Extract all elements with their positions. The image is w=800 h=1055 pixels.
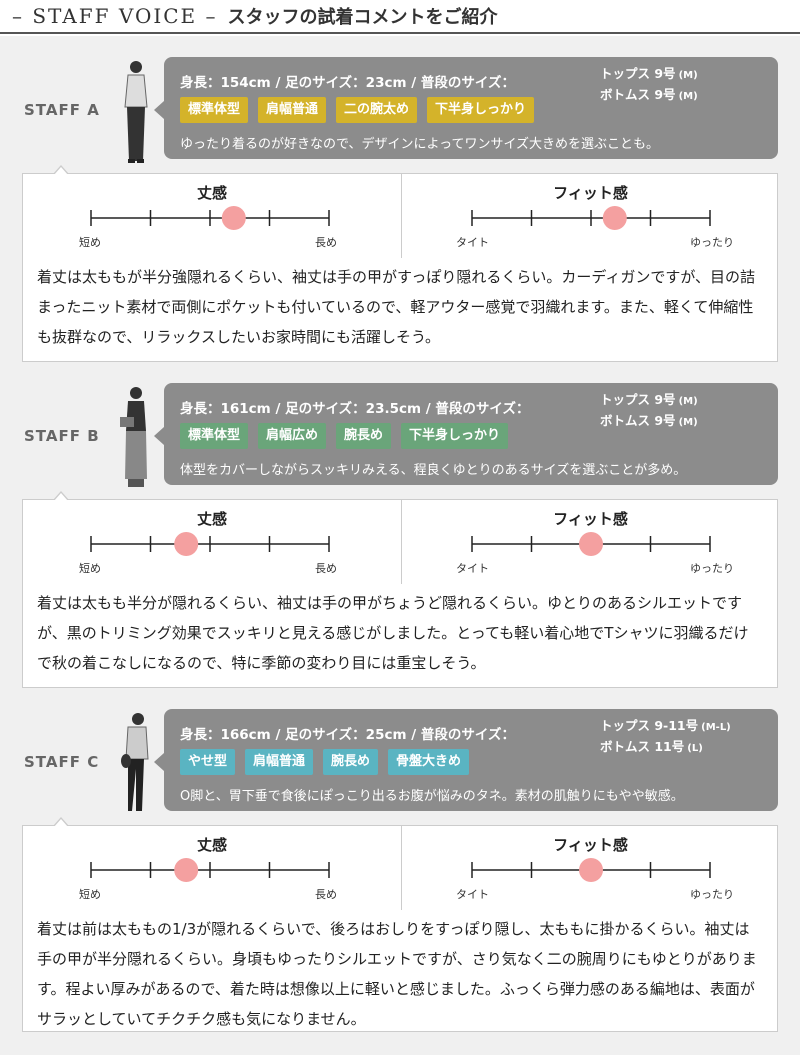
staff-usual-sizes: トップス 9号(M)ボトムス 9号(M) (600, 390, 698, 432)
staff-info-panel: 身長：154cm / 足のサイズ：23cm / 普段のサイズ： トップス 9号(M… (154, 57, 778, 159)
bottoms-size: ボトムス 11号 (600, 739, 685, 754)
staff-info-panel: 身長：161cm / 足のサイズ：23.5cm / 普段のサイズ： トップス 9号… (154, 383, 778, 485)
length-gauge-high-label: 長め (315, 562, 337, 575)
gauge-marker (602, 206, 627, 230)
fit-gauge-title: フィット感 (553, 836, 628, 854)
body-type-tag: やせ型 (180, 749, 236, 775)
tops-size-letter: (M) (678, 70, 698, 81)
staff-label: STAFF A (24, 101, 100, 119)
fit-gauge-low-label: タイト (456, 236, 489, 249)
body-type-tag: 肩幅普通 (258, 97, 327, 123)
body-type-tags: 標準体型肩幅広め腕長め下半身しっかり (180, 423, 509, 449)
body-type-tag: 腕長め (336, 423, 392, 449)
staff-size-comment: O脚と、胃下垂で食後にぽっこり出るお腹が悩みのタネ。素材の肌触りにもやや敏感。 (180, 789, 684, 804)
length-gauge: 丈感短め 長め (23, 826, 401, 910)
tops-size-letter: (M-L) (701, 722, 731, 733)
gauge-marker (579, 858, 603, 882)
staff-photo (116, 57, 156, 171)
length-gauge-title: 丈感 (196, 836, 227, 854)
body-type-tag: 腕長め (323, 749, 379, 775)
fit-gauge: フィット感タイト ゆったり (401, 174, 779, 258)
bottoms-size: ボトムス 9号 (600, 413, 676, 428)
staff-size-comment: ゆったり着るのが好きなので、デザインによってワンサイズ大きめを選ぶことも。 (180, 137, 660, 152)
body-type-tag: 肩幅広め (258, 423, 327, 449)
body-type-tag: 下半身しっかり (401, 423, 509, 449)
length-gauge: 丈感短め 長め (23, 174, 401, 258)
fit-gauge-low-label: タイト (456, 562, 489, 575)
body-type-tag: 二の腕太め (336, 97, 418, 123)
length-gauge-low-label: 短め (79, 236, 101, 249)
fit-gauge-box: 丈感短め 長め フィット感タイト ゆったり (22, 491, 779, 585)
fit-gauge-high-label: ゆったり (690, 888, 734, 901)
length-gauge-high-label: 長め (315, 888, 337, 901)
body-type-tag: 標準体型 (180, 423, 249, 449)
tops-size: トップス 9号 (600, 66, 676, 81)
staff-usual-sizes: トップス 9-11号(M-L) ボトムス 11号(L) (600, 716, 731, 758)
length-gauge-low-label: 短め (79, 562, 101, 575)
body-type-tag: 肩幅普通 (245, 749, 314, 775)
staff-review-text: 着丈は前は太ももの1/3が隠れるくらいで、後ろはおしりをすっぽり隠し、太ももに掛… (22, 910, 778, 1032)
fit-gauge-box: 丈感短め 長め フィット感タイト ゆったり (22, 165, 779, 259)
staff-measurements: 身長：161cm / 足のサイズ：23.5cm / 普段のサイズ： (180, 401, 530, 417)
fit-gauge-low-label: タイト (456, 888, 489, 901)
section-header: – STAFF VOICE – スタッフの試着コメントをご紹介 (0, 0, 800, 34)
body-type-tags: 標準体型肩幅普通二の腕太め下半身しっかり (180, 97, 535, 123)
staff-size-comment: 体型をカバーしながらスッキリみえる、程良くゆとりのあるサイズを選ぶことが多め。 (180, 463, 687, 478)
staff-photo (116, 383, 156, 497)
fit-gauge: フィット感タイト ゆったり (401, 500, 779, 584)
gauge-marker (221, 206, 246, 230)
staff-review-text: 着丈は太もも半分が隠れるくらい、袖丈は手の甲がちょうど隠れるくらい。ゆとりのある… (22, 584, 778, 688)
fit-gauge-high-label: ゆったり (690, 562, 734, 575)
staff-usual-sizes: トップス 9号(M)ボトムス 9号(M) (600, 64, 698, 106)
bottoms-size-letter: (L) (687, 743, 703, 754)
body-type-tag: 標準体型 (180, 97, 249, 123)
staff-measurements: 身長：166cm / 足のサイズ：25cm / 普段のサイズ： (180, 727, 515, 743)
staff-review-text: 着丈は太ももが半分強隠れるくらい、袖丈は手の甲がすっぽり隠れるくらい。カーディガ… (22, 258, 778, 362)
header-jp-title: スタッフの試着コメントをご紹介 (227, 7, 498, 28)
gauge-marker (579, 532, 603, 556)
gauge-marker (174, 858, 199, 882)
staff-label: STAFF B (24, 427, 100, 445)
bottoms-size: ボトムス 9号 (600, 87, 676, 102)
header-en-title: – STAFF VOICE – (12, 4, 218, 28)
staff-info-panel: 身長：166cm / 足のサイズ：25cm / 普段のサイズ： トップス 9-11… (154, 709, 778, 811)
length-gauge-title: 丈感 (196, 184, 227, 202)
gauge-marker (174, 532, 199, 556)
bottoms-size-letter: (M) (678, 91, 698, 102)
fit-gauge-title: フィット感 (553, 184, 628, 202)
body-type-tags: やせ型肩幅普通腕長め骨盤大きめ (180, 749, 470, 775)
length-gauge: 丈感短め 長め (23, 500, 401, 584)
bottoms-size-letter: (M) (678, 417, 698, 428)
fit-gauge-high-label: ゆったり (690, 236, 734, 249)
fit-gauge-box: 丈感短め 長め フィット感タイト ゆったり (22, 817, 779, 911)
length-gauge-high-label: 長め (315, 236, 337, 249)
staff-label: STAFF C (24, 753, 100, 771)
length-gauge-low-label: 短め (79, 888, 101, 901)
body-type-tag: 骨盤大きめ (388, 749, 470, 775)
staff-measurements: 身長：154cm / 足のサイズ：23cm / 普段のサイズ： (180, 75, 515, 91)
body-type-tag: 下半身しっかり (427, 97, 535, 123)
staff-photo (116, 709, 156, 823)
tops-size: トップス 9-11号 (600, 718, 699, 733)
fit-gauge: フィット感タイト ゆったり (401, 826, 779, 910)
tops-size: トップス 9号 (600, 392, 676, 407)
length-gauge-title: 丈感 (196, 510, 227, 528)
fit-gauge-title: フィット感 (553, 510, 628, 528)
tops-size-letter: (M) (678, 396, 698, 407)
